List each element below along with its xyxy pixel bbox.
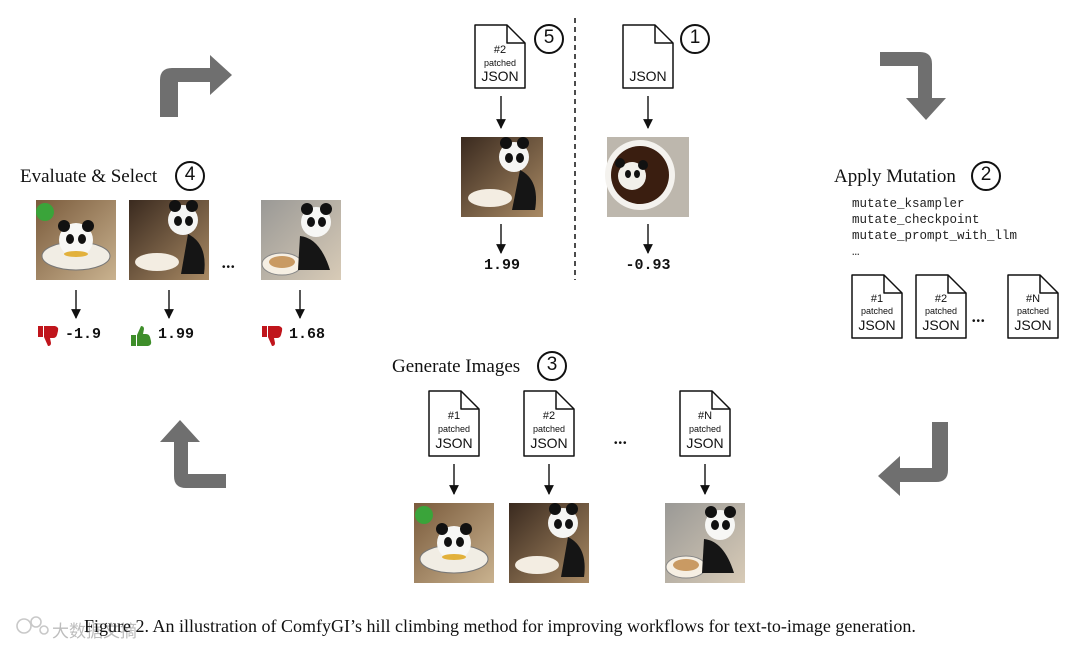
doc-label-json: JSON <box>686 435 724 451</box>
doc-label-patched: patched <box>532 424 566 434</box>
doc-label-json: JSON <box>922 317 960 333</box>
step-number-1: 1 <box>689 27 701 48</box>
doc-label-patched: patched <box>1016 306 1050 316</box>
doc-label-patched: patched <box>860 306 894 316</box>
thumb-down-icon <box>38 326 59 346</box>
mutation-item: mutate_prompt_with_llm <box>852 229 1018 243</box>
figure-caption: Figure 2. An illustration of ComfyGI’s h… <box>84 616 916 636</box>
cycle-arrow-bottom-right <box>878 422 948 496</box>
patched-image <box>461 137 543 217</box>
evaluate-image-2 <box>129 200 209 280</box>
step-number-5: 5 <box>543 27 555 48</box>
doc-label-json: JSON <box>481 68 519 84</box>
cycle-arrow-top-right <box>880 52 946 120</box>
doc-label-json: JSON <box>435 435 473 451</box>
doc-label-patched: patched <box>688 424 722 434</box>
patched-score: 1.99 <box>483 257 520 274</box>
documents <box>428 24 1059 457</box>
doc-label-json: JSON <box>530 435 568 451</box>
ellipsis: ••• <box>222 262 236 273</box>
step-number-3: 3 <box>546 354 558 375</box>
doc-label-number: #N <box>697 410 713 422</box>
doc-label-number: #1 <box>870 293 884 305</box>
doc-label-json: JSON <box>1014 317 1052 333</box>
mutation-item: mutate_checkpoint <box>852 213 980 227</box>
step-number-2: 2 <box>980 164 992 185</box>
doc-label-number: #2 <box>493 44 507 56</box>
watermark: 大数据文摘 <box>52 622 137 642</box>
evaluate-image-1 <box>36 200 116 280</box>
doc-label-number: #1 <box>447 410 461 422</box>
watermark-logo-icon <box>16 616 49 635</box>
doc-label-number: #2 <box>934 293 948 305</box>
evaluate-score: -1.9 <box>65 326 102 343</box>
mutation-item: … <box>852 245 860 259</box>
doc-label-json: JSON <box>629 68 667 84</box>
thumb-up-icon <box>131 326 152 346</box>
mutation-function-list: mutate_ksampler mutate_checkpoint mutate… <box>852 196 1017 260</box>
generate-image-3 <box>665 503 745 583</box>
generate-image-2 <box>509 503 589 583</box>
evaluate-select-title: Evaluate & Select <box>20 166 158 187</box>
original-score: -0.93 <box>625 257 671 274</box>
ellipsis: ••• <box>614 438 628 449</box>
generate-images-title: Generate Images <box>392 356 521 377</box>
doc-label-number: #N <box>1025 293 1041 305</box>
doc-label-json: JSON <box>858 317 896 333</box>
original-image <box>605 137 689 217</box>
cycle-arrow-top-left <box>160 55 232 117</box>
doc-label-number: #2 <box>542 410 556 422</box>
step-circles <box>175 24 1001 381</box>
flow-arrows <box>71 96 710 495</box>
thumb-down-icon <box>262 326 283 346</box>
mutation-item: mutate_ksampler <box>852 197 965 211</box>
doc-label-patched: patched <box>437 424 471 434</box>
generate-image-1 <box>414 503 494 583</box>
cycle-arrow-bottom-left <box>160 420 226 488</box>
ellipsis: ••• <box>972 316 986 327</box>
step-number-4: 4 <box>184 164 196 185</box>
doc-label-patched: patched <box>924 306 958 316</box>
evaluate-score: 1.99 <box>158 326 195 343</box>
apply-mutation-title: Apply Mutation <box>834 166 956 187</box>
evaluate-image-3 <box>261 200 341 280</box>
evaluate-score: 1.68 <box>289 326 326 343</box>
generated-images <box>36 137 745 583</box>
doc-label-patched: patched <box>483 58 517 68</box>
